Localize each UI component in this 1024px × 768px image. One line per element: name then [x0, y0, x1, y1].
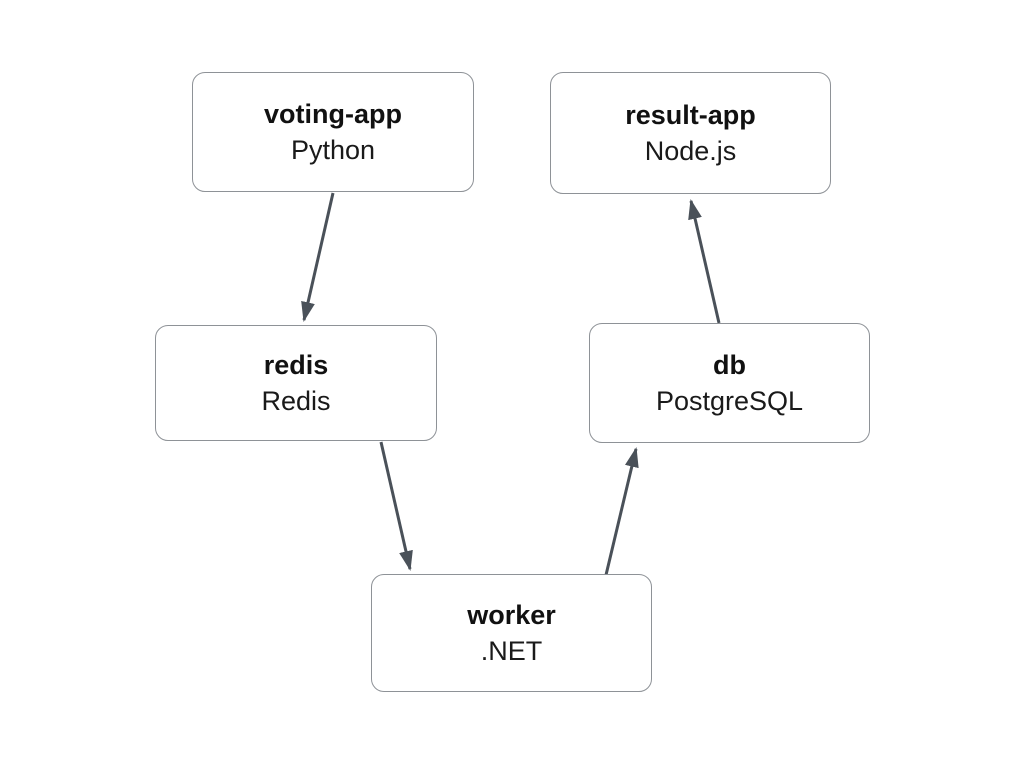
- node-title: result-app: [625, 100, 756, 130]
- edge-worker-to-db-arrow: [604, 447, 639, 576]
- node-title: worker: [467, 600, 556, 630]
- node-title: db: [713, 350, 746, 380]
- node-subtitle: PostgreSQL: [655, 386, 804, 416]
- node-worker: worker .NET: [371, 574, 652, 692]
- edge-voting-app-to-redis-arrow: [301, 192, 335, 322]
- node-voting-app: voting-app Python: [192, 72, 474, 192]
- node-title: voting-app: [264, 99, 402, 129]
- node-subtitle: Redis: [261, 386, 331, 416]
- edge-db-to-result-app-arrow: [688, 199, 721, 324]
- node-redis: redis Redis: [155, 325, 437, 441]
- node-result-app: result-app Node.js: [550, 72, 831, 194]
- node-subtitle: .NET: [480, 636, 543, 666]
- node-subtitle: Node.js: [644, 136, 737, 166]
- edge-redis-to-worker-arrow: [379, 441, 413, 571]
- node-subtitle: Python: [290, 135, 376, 165]
- node-db: db PostgreSQL: [589, 323, 870, 443]
- node-title: redis: [263, 350, 329, 380]
